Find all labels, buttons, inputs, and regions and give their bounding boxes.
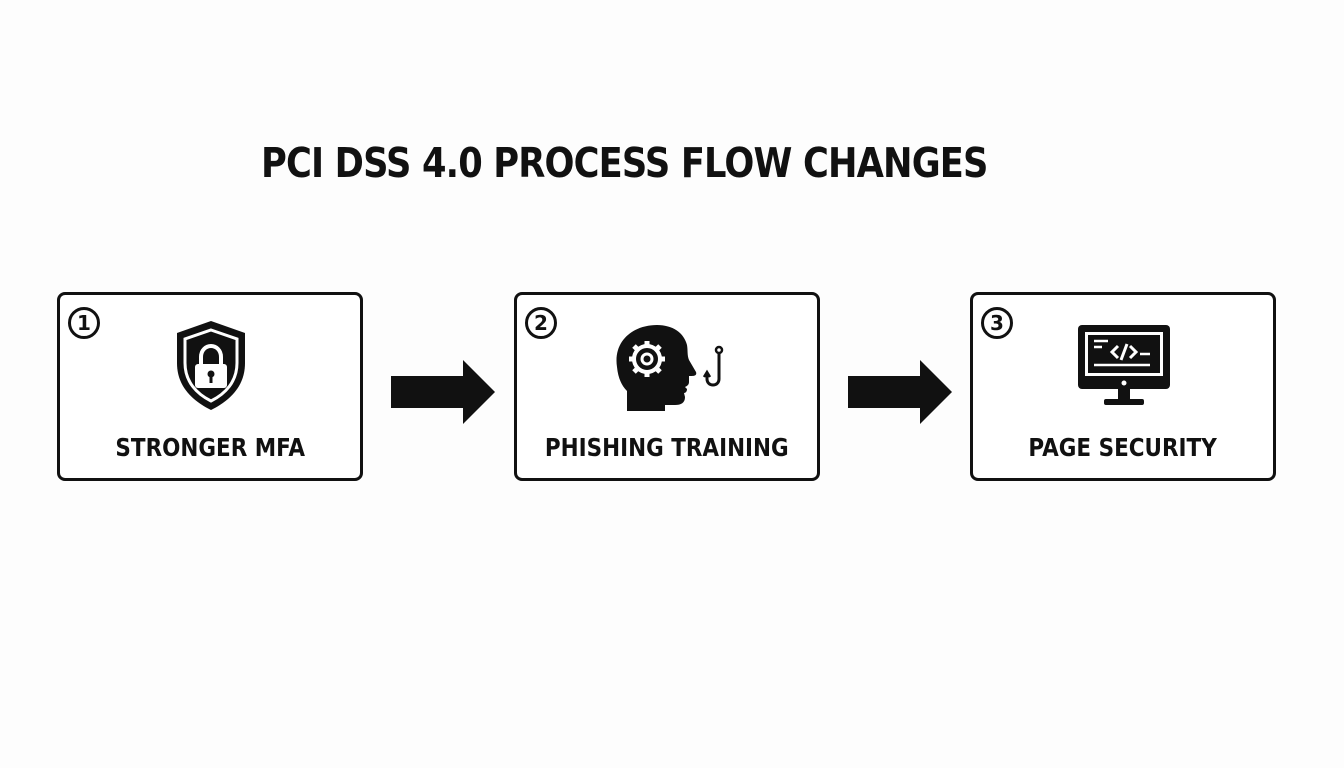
step-label: STRONGER MFA: [115, 433, 305, 462]
step-number-badge: 2: [525, 307, 557, 339]
step-card-phishing-training: 2 PHISHING TRAINING: [514, 292, 820, 481]
step-number-badge: 1: [68, 307, 100, 339]
arrow-right-icon: [391, 360, 495, 424]
step-number-badge: 3: [981, 307, 1013, 339]
step-label: PHISHING TRAINING: [545, 433, 789, 462]
step-label: PAGE SECURITY: [1028, 433, 1218, 462]
head-gear-hook-icon: [616, 325, 724, 411]
monitor-code-icon: [1078, 325, 1170, 405]
arrow-right-icon: [848, 360, 952, 424]
diagram-title: PCI DSS 4.0 PROCESS FLOW CHANGES: [261, 139, 988, 187]
step-card-page-security: 3 PAGE SECURITY: [970, 292, 1276, 481]
shield-lock-icon: [177, 321, 245, 410]
step-card-stronger-mfa: 1 STRONGER MFA: [57, 292, 363, 481]
